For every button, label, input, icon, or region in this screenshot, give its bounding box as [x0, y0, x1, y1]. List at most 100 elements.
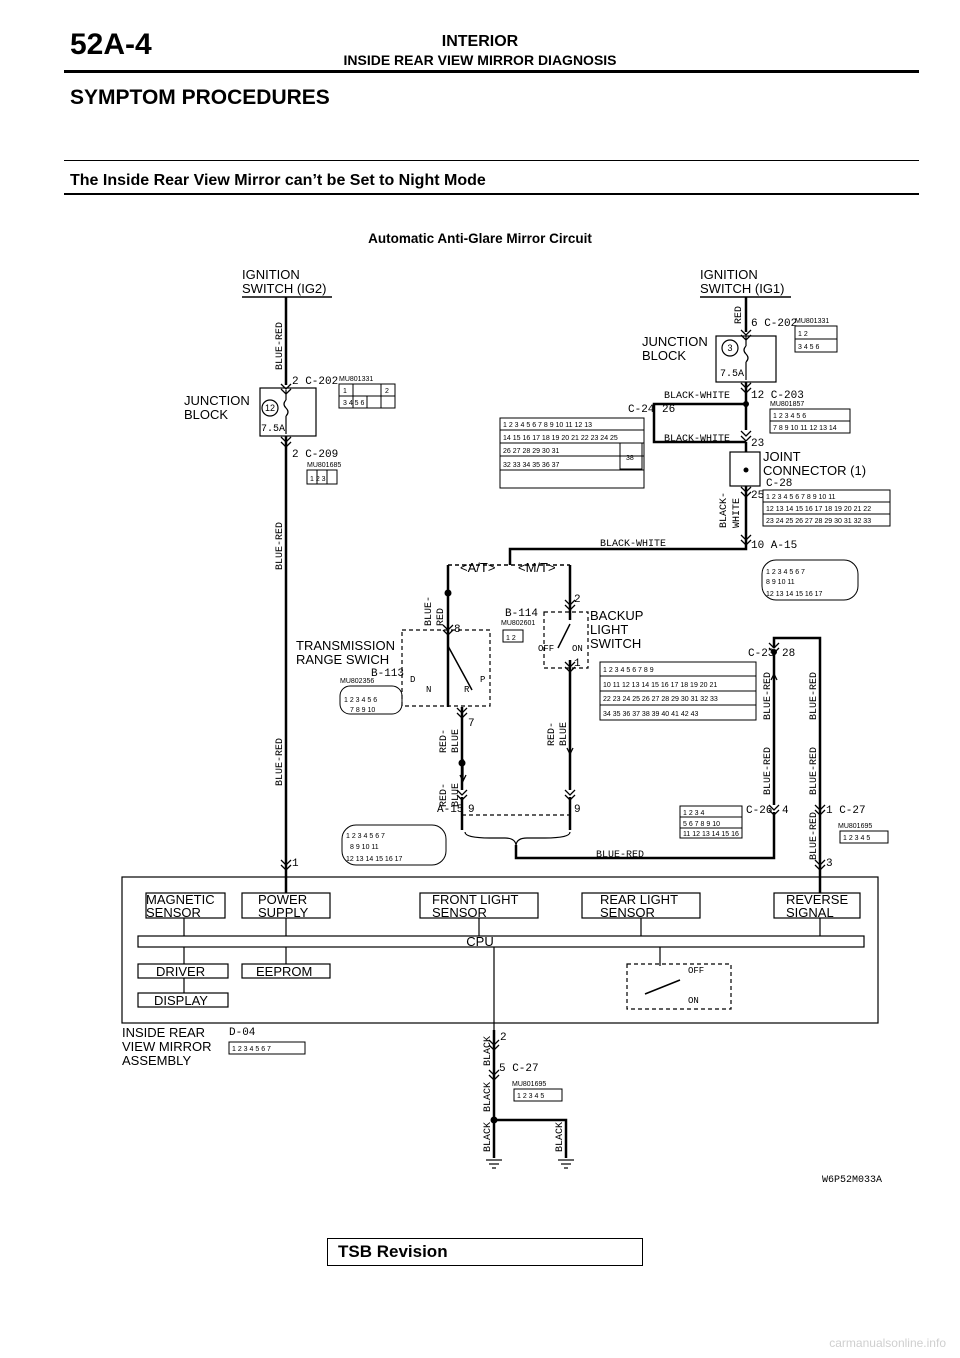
jb-right-label-2: BLOCK — [642, 348, 686, 363]
c202-left: 2 C-202 — [292, 376, 338, 388]
mu801331-right: MU801331 — [795, 318, 829, 325]
wire-blue-red-3: BLUE-RED — [275, 738, 286, 786]
wire-red-blue-v5: RED- — [547, 722, 558, 746]
tsb-revision-box: TSB Revision — [327, 1238, 643, 1266]
svg-text:3 4 5 6: 3 4 5 6 — [798, 344, 820, 351]
heading-rule-bottom — [64, 193, 919, 195]
mu801695-bottom: MU801695 — [512, 1081, 546, 1088]
wire-black-white-v2: WHITE — [732, 498, 743, 528]
pin-25: 25 — [751, 490, 764, 502]
c27-bottom: 5 C-27 — [499, 1063, 539, 1075]
header-rule — [64, 70, 919, 73]
subsection-title: INSIDE REAR VIEW MIRROR DIAGNOSIS — [343, 52, 617, 68]
tsb-revision-label: TSB Revision — [338, 1242, 448, 1261]
wire-red-blue-v4: BLUE — [451, 783, 462, 807]
a15-bottom: A-15 — [437, 804, 463, 816]
c26: C-26 — [746, 805, 772, 817]
mirror-label-3: ASSEMBLY — [122, 1053, 191, 1068]
svg-text:38: 38 — [626, 455, 634, 462]
trs-label-2: RANGE SWICH — [296, 652, 389, 667]
svg-text:1 2: 1 2 — [798, 331, 808, 338]
front-sensor-1: FRONT LIGHT — [432, 892, 518, 907]
svg-text:14 15 16 17 18 19 20 21 22 23: 14 15 16 17 18 19 20 21 22 23 24 25 — [503, 435, 618, 442]
b114: B-114 — [505, 608, 538, 620]
wire-blue-red-2: BLUE-RED — [275, 522, 286, 570]
at-label: <A/T> — [460, 560, 495, 575]
b114-off: OFF — [538, 644, 554, 654]
svg-text:1 2 3 4 5 6 7 8 9: 1 2 3 4 5 6 7 8 9 — [603, 667, 654, 674]
svg-text:7 8 9 10 11 12 13 14: 7 8 9 10 11 12 13 14 — [773, 425, 837, 432]
svg-text:3 4 5 6: 3 4 5 6 — [343, 400, 365, 407]
wire-blue-red-9: BLUE-RED — [596, 850, 644, 861]
svg-text:8 9 10 11: 8 9 10 11 — [766, 579, 795, 586]
b114-on: ON — [572, 644, 583, 654]
c23-pin: 28 — [782, 648, 795, 660]
svg-text:1 2 3 4 5 6 7 8 9 10 11 12 1: 1 2 3 4 5 6 7 8 9 10 11 12 13 — [503, 422, 592, 429]
rear-sensor-2: SENSOR — [600, 905, 655, 920]
mu802601: MU802601 — [501, 620, 535, 627]
jb-right-label-1: JUNCTION — [642, 334, 708, 349]
svg-text:26 27 28 29 30 31: 26 27 28 29 30 31 — [503, 448, 560, 455]
jb-left-label-1: JUNCTION — [184, 393, 250, 408]
b113: B-113 — [371, 668, 404, 680]
c24-pin: 26 — [662, 404, 675, 416]
ig2-label-1: IGNITION — [242, 267, 300, 282]
cpu-label: CPU — [466, 934, 493, 949]
jb-left-label-2: BLOCK — [184, 407, 228, 422]
eeprom-label: EEPROM — [256, 964, 312, 979]
pin-9a: 9 — [468, 804, 475, 816]
fuse-12-number: 12 — [265, 403, 275, 413]
wire-red-blue-v2: BLUE — [451, 729, 462, 753]
fuse-12-rating: 7.5A — [261, 424, 285, 435]
fuse-3-rating: 7.5A — [720, 369, 744, 380]
svg-text:1 2 3 4 5 6 7: 1 2 3 4 5 6 7 — [232, 1046, 271, 1053]
d04: D-04 — [229, 1027, 256, 1039]
wire-blue-red-v1: BLUE- — [424, 596, 435, 626]
svg-text:1 2 3 4 5 6 7: 1 2 3 4 5 6 7 — [766, 569, 805, 576]
wire-black-1: BLACK — [483, 1036, 494, 1066]
pin-b114-2: 2 — [574, 594, 581, 606]
pin-23: 23 — [751, 438, 764, 450]
backup-label-1: BACKUP — [590, 608, 643, 623]
wire-blue-red-1: BLUE-RED — [275, 322, 286, 370]
wire-blue-red-6: BLUE-RED — [763, 747, 774, 795]
backup-label-2: LIGHT — [590, 622, 628, 637]
figure-title: Automatic Anti-Glare Mirror Circuit — [368, 231, 592, 246]
wire-red-blue-v1: RED- — [439, 729, 450, 753]
mu801857: MU801857 — [770, 401, 804, 408]
wire-blue-red-7: BLUE-RED — [809, 747, 820, 795]
svg-text:22 23 24 25 26 27 28 29 30 3: 22 23 24 25 26 27 28 29 30 31 32 33 — [603, 696, 718, 703]
mu801685: MU801685 — [307, 462, 341, 469]
figure-code: W6P52M033A — [822, 1175, 882, 1186]
trs-p: P — [480, 675, 485, 685]
display-label: DISPLAY — [154, 993, 208, 1008]
pin-b114-1: 1 — [574, 658, 581, 670]
svg-text:1 2 3 4 5: 1 2 3 4 5 — [517, 1093, 544, 1100]
svg-text:1 2 3 4 5: 1 2 3 4 5 — [843, 835, 870, 842]
joint-label-2: CONNECTOR (1) — [763, 463, 866, 478]
c203: 12 C-203 — [751, 390, 804, 402]
procedure-title: The Inside Rear View Mirror can’t be Set… — [70, 172, 486, 189]
wire-blue-red-8: BLUE-RED — [809, 812, 820, 860]
section-title: INTERIOR — [441, 33, 519, 50]
magnetic-sensor-2: SENSOR — [146, 905, 201, 920]
ig1-label-2: SWITCH (IG1) — [700, 281, 785, 296]
svg-text:12 13 14 15 16 17: 12 13 14 15 16 17 — [766, 591, 823, 598]
wire-black-white-2: BLACK-WHITE — [664, 434, 730, 445]
svg-text:1 2 3 4 5 6 7 8 9 10 11: 1 2 3 4 5 6 7 8 9 10 11 — [766, 494, 836, 501]
mu802356: MU802356 — [340, 678, 374, 685]
svg-text:1 2 3 4 5 6 7: 1 2 3 4 5 6 7 — [346, 833, 385, 840]
wire-red: RED — [734, 306, 745, 324]
wire-black-4: BLACK — [555, 1122, 566, 1152]
c209: 2 C-209 — [292, 449, 338, 461]
wire-black-white-v1: BLACK- — [719, 492, 730, 528]
trs-n: N — [426, 685, 431, 695]
page-heading: SYMPTOM PROCEDURES — [70, 86, 330, 109]
trs-d: D — [410, 675, 415, 685]
c26-pin: 4 — [782, 805, 789, 817]
wire-blue-red-v2: RED — [436, 608, 447, 626]
svg-text:32 33 34 35 36 37: 32 33 34 35 36 37 — [503, 462, 560, 469]
ig1-label-1: IGNITION — [700, 267, 758, 282]
fuse-3-number: 3 — [727, 343, 732, 353]
